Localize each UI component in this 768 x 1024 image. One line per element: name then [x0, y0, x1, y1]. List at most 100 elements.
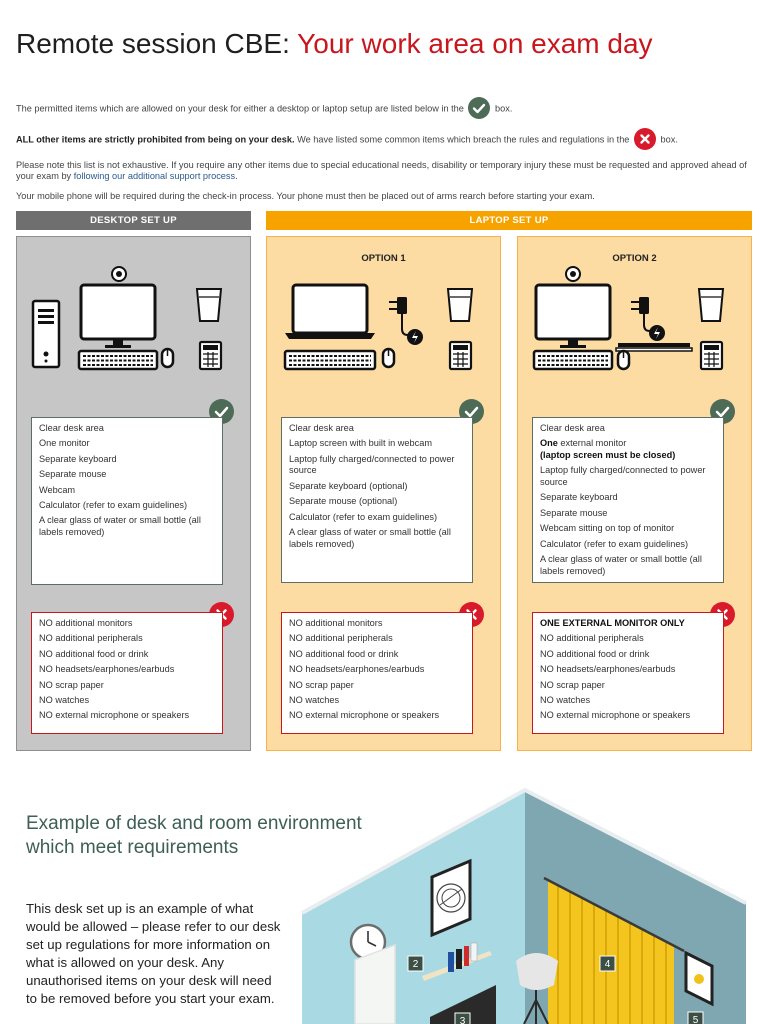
list-item: NO additional peripherals [39, 633, 143, 644]
curtain-icon [543, 876, 685, 1024]
intro-paragraph-allowed: The permitted items which are allowed on… [16, 97, 756, 120]
list-item: Clear desk area [289, 423, 354, 433]
mouse-icon [160, 347, 175, 369]
calculator-icon [699, 340, 724, 371]
laptop-option1-panel: OPTION 1 [266, 236, 501, 751]
tv-monitor [430, 985, 496, 1024]
list-item: NO additional food or drink [540, 648, 650, 659]
label-text: 4 [605, 959, 611, 970]
list-item: NO additional monitors [39, 618, 133, 628]
laptop-icon [285, 283, 375, 339]
example-heading: Example of desk and room environment whi… [26, 813, 362, 858]
monitor-icon [79, 283, 157, 348]
check-icon [468, 97, 491, 119]
example-body: This desk set up is an example of what w… [26, 901, 281, 1006]
label-marker-5: 5 [687, 1011, 704, 1024]
door [354, 943, 396, 1024]
list-item: Separate keyboard (optional) [289, 480, 408, 491]
intro-paragraph-phone: Your mobile phone will be required durin… [16, 191, 595, 201]
option1-banned-list: NO additional monitors NO additional per… [281, 612, 473, 734]
list-item: NO external microphone or speakers [289, 710, 440, 721]
list-item: NO external microphone or speakers [540, 710, 691, 721]
list-item-monitor: One external monitor (laptop screen must… [540, 438, 676, 460]
list-item: Laptop fully charged/connected to power … [289, 453, 455, 476]
intro-section: The permitted items which are allowed on… [16, 97, 756, 211]
list-item: Calculator (refer to exam guidelines) [39, 499, 188, 510]
mouse-icon [381, 347, 396, 369]
room-illustration: 2 3 4 5 [301, 787, 747, 1024]
desktop-setup-header: DESKTOP SET UP [16, 211, 251, 230]
list-item: NO external microphone or speakers [39, 710, 190, 721]
bookshelf-icon [422, 942, 492, 981]
keyboard-icon [77, 349, 159, 371]
list-item: Calculator (refer to exam guidelines) [289, 511, 438, 522]
list-item: One monitor [39, 438, 90, 449]
label-marker-2: 2 [407, 955, 424, 972]
closed-laptop-icon [615, 343, 693, 352]
intro-paragraph-support: Please note this list is not exhaustive.… [16, 160, 747, 181]
webcam-icon [111, 266, 127, 282]
list-item: Clear desk area [540, 423, 605, 433]
power-adapter-icon [631, 297, 665, 341]
option2-allowed-list: Clear desk area One external monitor (la… [532, 417, 724, 583]
list-item: A clear glass of water or small bottle (… [39, 515, 201, 537]
additional-support-link[interactable]: following our additional support process [73, 171, 236, 181]
option1-title: OPTION 1 [361, 253, 406, 264]
desktop-allowed-list: Clear desk area One monitor Separate key… [31, 417, 223, 585]
calculator-icon [448, 340, 473, 371]
intro-paragraph-prohibited: ALL other items are strictly prohibited … [16, 128, 756, 151]
clock-icon [349, 923, 387, 961]
list-item: NO headsets/earphones/earbuds [289, 664, 425, 675]
list-item: NO scrap paper [540, 679, 605, 690]
list-item: NO headsets/earphones/earbuds [540, 664, 676, 675]
picture-frame-icon [430, 858, 472, 938]
cross-icon [633, 128, 656, 150]
list-item: NO scrap paper [39, 679, 104, 690]
list-item: Laptop screen with built in webcam [289, 438, 432, 449]
label-marker-4: 4 [599, 955, 616, 972]
option2-title: OPTION 2 [612, 253, 657, 264]
page-title: Remote session CBE: Your work area on ex… [16, 28, 653, 60]
list-item: Separate mouse [540, 507, 608, 518]
mouse-icon [616, 349, 631, 371]
desktop-banned-list: NO additional monitors NO additional per… [31, 612, 223, 734]
label-text: 2 [413, 959, 419, 970]
list-item: Separate mouse (optional) [289, 496, 398, 507]
list-item: Webcam sitting on top of monitor [540, 523, 675, 534]
power-adapter-icon [389, 297, 423, 345]
list-item: Webcam [39, 484, 76, 495]
list-item: NO watches [540, 694, 591, 705]
list-item: Separate keyboard [540, 492, 618, 503]
water-glass-icon [195, 288, 223, 322]
list-item: Separate mouse [39, 469, 107, 480]
list-item: Laptop fully charged/connected to power … [540, 465, 706, 487]
list-item: A clear glass of water or small bottle (… [540, 553, 702, 576]
label-marker-3: 3 [454, 1012, 471, 1024]
list-item: NO additional food or drink [289, 648, 399, 659]
list-item: NO additional peripherals [540, 633, 644, 644]
list-item: NO additional monitors [289, 618, 383, 628]
list-item: NO watches [289, 694, 340, 705]
floor-lamp-icon [516, 953, 558, 1024]
list-item: Calculator (refer to exam guidelines) [540, 538, 689, 549]
list-item: Clear desk area [39, 423, 104, 433]
monitor-icon [534, 283, 612, 348]
laptop-option2-panel: OPTION 2 [517, 236, 752, 751]
title-accent: Your work area on exam day [297, 28, 653, 59]
list-item: NO headsets/earphones/earbuds [39, 664, 175, 675]
list-item: NO additional food or drink [39, 648, 149, 659]
title-main: Remote session CBE: [16, 28, 290, 59]
desktop-setup-illustration [31, 266, 223, 371]
keyboard-icon [532, 349, 614, 371]
water-glass-icon [446, 288, 474, 322]
list-item: A clear glass of water or small bottle (… [289, 526, 451, 549]
label-text: 3 [460, 1016, 466, 1024]
computer-tower-icon [31, 299, 61, 369]
option1-allowed-list: Clear desk area Laptop screen with built… [281, 417, 473, 583]
webcam-icon [565, 266, 581, 282]
label-text: 5 [693, 1015, 699, 1024]
laptop-option1-illustration [283, 283, 474, 371]
list-item: NO scrap paper [289, 679, 354, 690]
calculator-icon [198, 340, 223, 371]
option2-banned-list: ONE EXTERNAL MONITOR ONLY NO additional … [532, 612, 724, 734]
